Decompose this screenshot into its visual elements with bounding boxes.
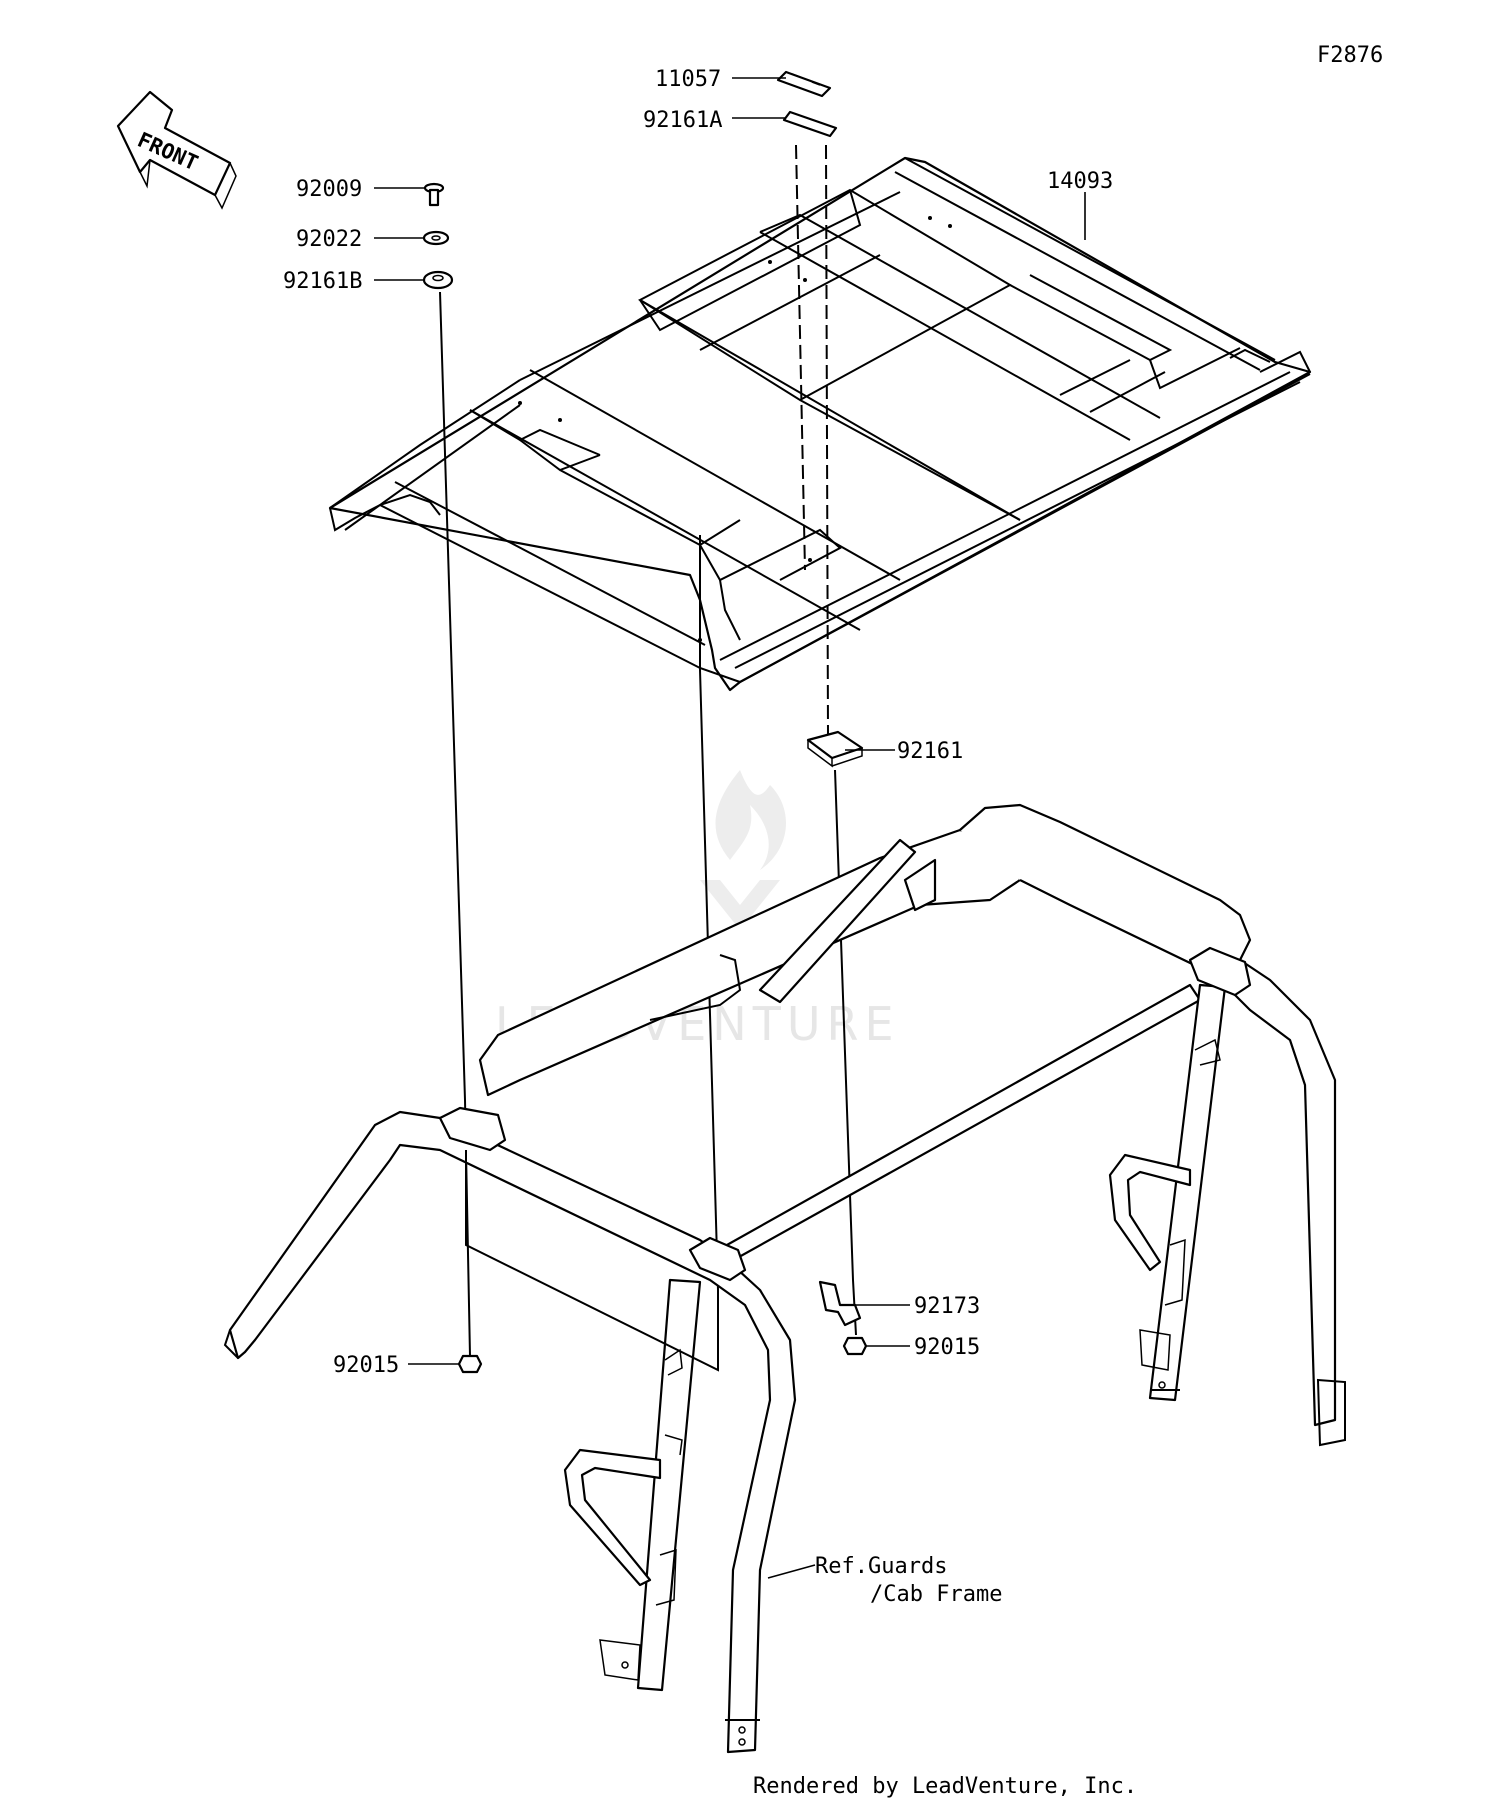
label-92173: 92173 [914,1294,980,1319]
cab-frame [223,803,1346,1754]
label-92161: 92161 [897,739,963,764]
label-92009: 92009 [296,177,362,202]
nut-92015-left [457,1354,483,1374]
damper-92161B [422,270,454,290]
label-92161B: 92161B [283,269,362,294]
label-92161A: 92161A [643,108,722,133]
bolt-92009 [423,182,445,207]
roof-panel [328,156,1312,692]
label-92015-left: 92015 [333,1353,399,1378]
pad-92161A [782,110,838,138]
bracket-92173 [818,1280,862,1327]
label-92022: 92022 [296,227,362,252]
mount-line-center [699,535,719,1291]
label-14093: 14093 [1047,169,1113,194]
nut-92015-right [842,1336,868,1356]
label-cab-frame: /Cab Frame [870,1582,1002,1607]
pad-92161 [806,730,864,768]
label-ref-guards: Ref.Guards [815,1554,947,1579]
clip-11057 [776,70,832,98]
footer-credit: Rendered by LeadVenture, Inc. [753,1774,1137,1799]
mount-line-top-left [795,144,806,571]
washer-92022 [422,230,450,246]
label-92015-right: 92015 [914,1335,980,1360]
figure-code: F2876 [1317,43,1383,68]
mount-line-top-right [825,144,829,736]
front-arrow-icon: FRONT [116,90,237,210]
label-11057: 11057 [655,67,721,92]
mount-line-right [834,769,857,1336]
mount-line-left [439,291,471,1357]
leader-ref-guards [767,1564,816,1579]
